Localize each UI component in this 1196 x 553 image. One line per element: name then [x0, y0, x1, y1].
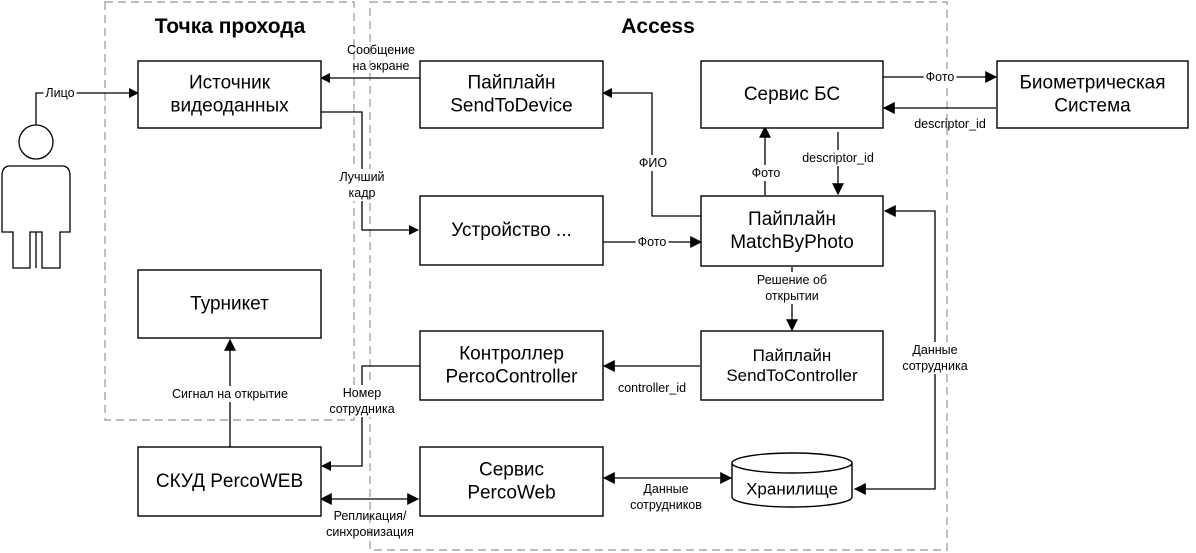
label-background — [636, 155, 670, 171]
label-photo-to-bs: Фото — [926, 70, 955, 84]
label-background — [327, 385, 397, 417]
label-photo-up: Фото — [752, 166, 781, 180]
storage-cylinder: Хранилище — [731, 452, 853, 508]
turnstile-box: Турникет — [137, 269, 322, 339]
label-open-signal: Сигнал на открытие — [172, 387, 288, 401]
person-icon — [1, 124, 71, 269]
checkpoint-zone-title: Точка прохода — [155, 15, 306, 38]
label-background — [43, 85, 77, 101]
label-background — [900, 342, 970, 374]
label-background — [749, 165, 783, 181]
svg-text:СКУД PercoWEB: СКУД PercoWEB — [156, 471, 303, 492]
label-background — [923, 69, 957, 85]
access-zone — [369, 1, 948, 551]
svg-text:Сервис БС: Сервис БС — [744, 84, 840, 105]
svg-text:Устройство ...: Устройство ... — [451, 220, 572, 241]
label-controller-id: controller_id — [618, 381, 686, 395]
label-background — [337, 169, 387, 201]
label-background — [800, 150, 876, 166]
skud-percoweb-box: СКУД PercoWEB — [137, 446, 322, 517]
edge-fio — [602, 88, 701, 217]
access-zone-title: Access — [621, 15, 695, 38]
bs-service-box: Сервис БС — [700, 60, 884, 129]
edge-face — [35, 88, 139, 125]
svg-text:Хранилище: Хранилище — [746, 480, 838, 499]
label-photo-device: Фото — [638, 235, 667, 249]
label-face: Лицо — [45, 86, 74, 100]
device-box: Устройство ... — [419, 195, 604, 266]
checkpoint-zone — [104, 1, 355, 421]
label-fio: ФИО — [639, 156, 667, 170]
label-descriptor-down: descriptor_id — [802, 151, 874, 165]
label-background — [754, 272, 830, 304]
label-background — [170, 386, 291, 402]
svg-text:Турникет: Турникет — [190, 294, 269, 315]
label-background — [635, 234, 669, 250]
label-descriptor-from-bs: descriptor_id — [914, 117, 986, 131]
label-replication: Репликация/синхронизация — [326, 509, 414, 539]
